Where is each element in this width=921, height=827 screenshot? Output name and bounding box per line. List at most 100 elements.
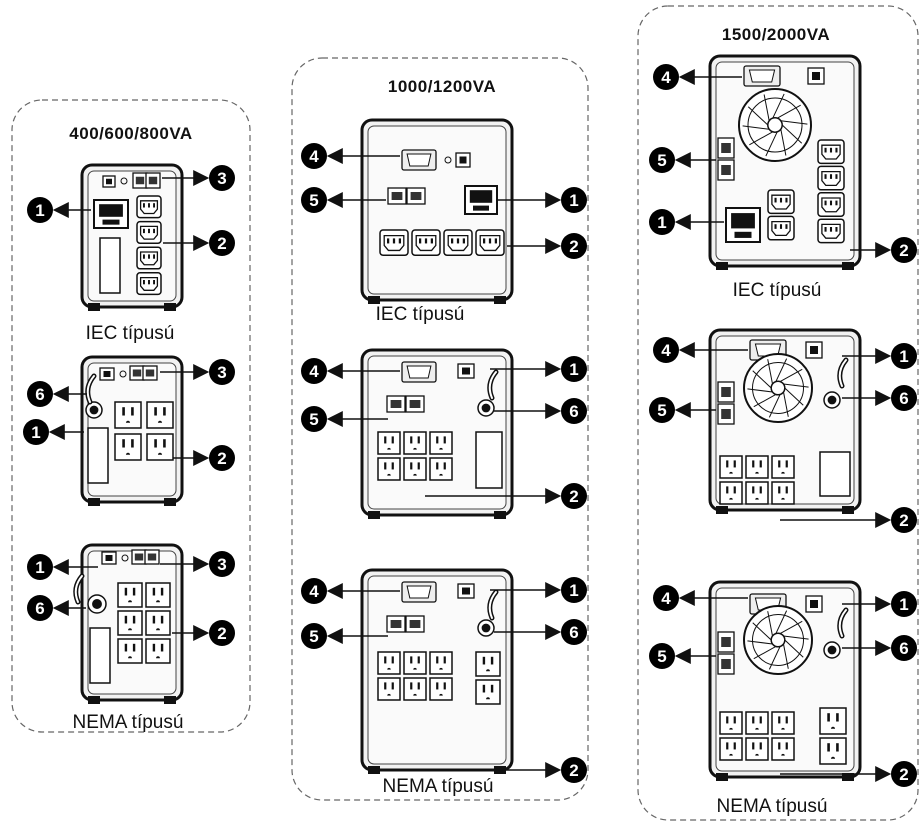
ups-foot [368,296,380,304]
marker-number: 1 [31,423,40,442]
marker-number: 1 [569,191,578,210]
marker-number: 2 [569,761,578,780]
blank-plate [87,427,109,484]
marker-4-icon: 4 [301,143,327,169]
ups-foot [842,773,854,781]
nema-outlet-icon [819,707,847,735]
nema-outlet-icon [403,457,427,481]
marker-6-icon: 6 [891,385,917,411]
nema-outlet-icon [146,401,174,429]
usb-port-icon [101,551,117,565]
model-title-1500-2000: 1500/2000VA [722,25,830,44]
nema-outlet-icon [429,677,453,701]
marker-number: 5 [309,410,318,429]
marker-number: 6 [569,402,578,421]
iec-outlet-icon [817,192,845,217]
marker-5-icon: 5 [301,623,327,649]
nema-outlet-icon [114,433,142,461]
ups-unit-nema-1500-2000-b [708,580,862,781]
marker-number: 4 [661,68,671,87]
iec-outlet-icon [817,139,845,165]
nema-outlet-icon [719,737,743,761]
power-inlet-icon [93,199,129,229]
marker-number: 4 [661,589,671,608]
nema-outlet-icon [145,610,171,636]
marker-4-icon: 4 [653,585,679,611]
marker-number: 4 [309,362,319,381]
marker-number: 5 [657,151,666,170]
nema-outlet-icon [475,679,501,705]
blank-plate [89,627,111,684]
marker-number: 3 [217,169,226,188]
marker-number: 5 [309,191,318,210]
marker-2-icon: 2 [561,757,587,783]
nema-outlet-icon [745,481,769,505]
marker-number: 1 [35,201,44,220]
blank-plate [819,451,851,497]
serial-port-icon [743,65,781,87]
iec-outlet-icon [136,195,162,219]
marker-5-icon: 5 [301,406,327,432]
marker-3-icon: 3 [209,165,235,191]
nema-outlet-icon [146,433,174,461]
marker-3-icon: 3 [209,359,235,385]
breaker-icon [823,641,841,659]
marker-number: 3 [217,363,226,382]
marker-number: 5 [657,647,666,666]
marker-number: 6 [899,639,908,658]
nema-outlet-icon [377,677,401,701]
type-label-iec-1500-2000: IEC típusú [733,280,822,301]
breaker-icon [85,401,103,419]
marker-1-icon: 1 [891,343,917,369]
ethernet-port-icon [405,395,425,413]
marker-6-icon: 6 [561,398,587,424]
marker-2-icon: 2 [561,483,587,509]
ethernet-port-icon [405,615,425,633]
marker-2-icon: 2 [209,445,235,471]
nema-outlet-icon [771,711,795,735]
breaker-icon [477,619,495,637]
model-title-1000-1200: 1000/1200VA [388,77,496,96]
marker-3-icon: 3 [209,551,235,577]
marker-number: 2 [569,487,578,506]
nema-outlet-icon [745,711,769,735]
ups-unit-nema-400-800-a [80,355,184,506]
marker-number: 1 [569,360,578,379]
marker-2-icon: 2 [209,230,235,256]
marker-1-icon: 1 [23,419,49,445]
usb-port-icon [457,363,475,379]
nema-outlet-icon [403,651,427,675]
type-label-iec-1000-1200: IEC típusú [376,304,465,325]
marker-4-icon: 4 [301,358,327,384]
type-label-nema-1000-1200: NEMA típusú [383,776,494,797]
marker-number: 6 [569,623,578,642]
iec-outlet-icon [767,215,795,241]
ethernet-port-icon [717,403,735,425]
marker-number: 1 [569,581,578,600]
ups-foot [842,262,854,270]
nema-outlet-icon [429,651,453,675]
marker-number: 2 [217,624,226,643]
blank-plate [99,237,121,294]
ethernet-port-icon [131,549,147,565]
marker-2-icon: 2 [209,620,235,646]
type-label-nema-1500-2000: NEMA típusú [717,796,828,817]
marker-1-icon: 1 [27,554,53,580]
ups-foot [164,498,176,506]
marker-5-icon: 5 [649,397,675,423]
ups-unit-nema-400-800-b [73,543,184,704]
marker-number: 1 [35,558,44,577]
ups-unit-nema-1000-1200-a [360,348,514,519]
nema-outlet-icon [429,457,453,481]
ethernet-port-icon [387,187,407,205]
marker-number: 4 [661,341,671,360]
nema-outlet-icon [403,431,427,455]
ups-unit-nema-1000-1200-b [360,568,514,774]
nema-outlet-icon [377,651,401,675]
nema-outlet-icon [145,638,171,664]
ups-unit-nema-1500-2000-a [708,328,862,514]
marker-1-icon: 1 [561,187,587,213]
serial-port-icon [401,149,437,171]
ups-foot [164,696,176,704]
